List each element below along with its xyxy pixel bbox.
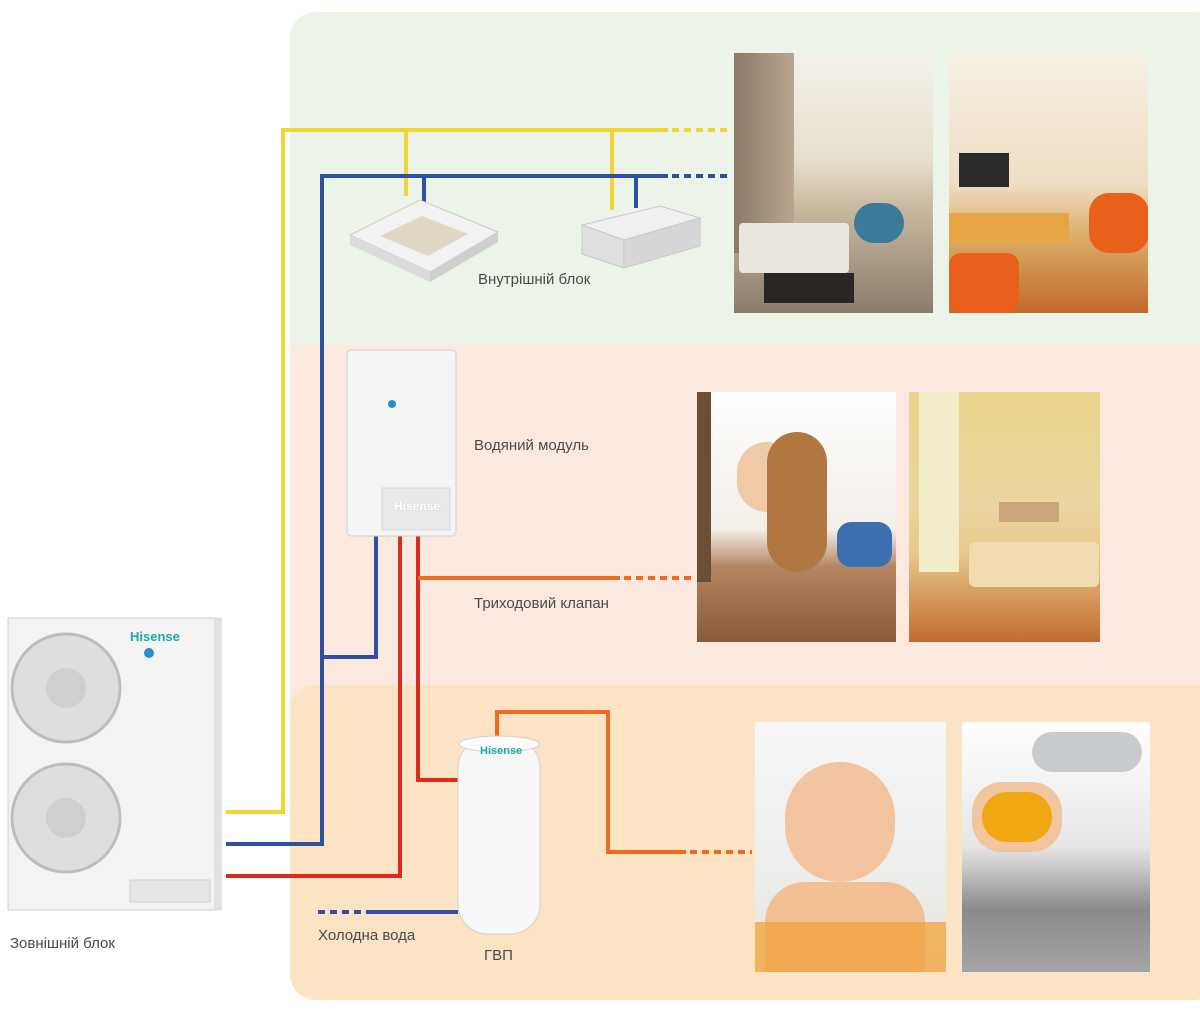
outdoor-unit-label: Зовнішній блок (10, 935, 115, 952)
yellow-pipe (226, 128, 668, 814)
red-pipe (226, 536, 402, 878)
dhw-tank (457, 735, 541, 935)
dhw-tank-label: ГВП (484, 947, 513, 964)
duct-indoor-unit (580, 205, 702, 269)
blue-pipe-module (322, 536, 378, 659)
three-way-valve-label: Триходовий клапан (474, 595, 609, 612)
indoor-unit-label: Внутрішній блок (478, 271, 591, 288)
warm-room-photo (909, 392, 1100, 642)
washing-pepper-photo (962, 722, 1150, 972)
module-brand-logo: Hisense (394, 499, 441, 513)
water-module-label: Водяний модуль (474, 437, 589, 454)
blue-pipe (226, 174, 668, 846)
water-module (346, 349, 457, 537)
living-room-photo-1 (734, 53, 933, 313)
orange-pipe-dhw (495, 710, 686, 854)
outdoor-unit (7, 617, 222, 911)
cassette-indoor-unit (348, 199, 500, 282)
red-pipe-tank (416, 536, 458, 782)
outdoor-brand-logo: Hisense (130, 629, 180, 644)
tank-brand-logo: Hisense (480, 745, 523, 757)
baby-bath-photo (755, 722, 946, 972)
living-room-photo-2 (949, 53, 1148, 313)
multi-function-logo-icon (144, 648, 154, 658)
child-on-floor-photo (697, 392, 896, 642)
cold-water-label: Холодна вода (318, 927, 416, 944)
